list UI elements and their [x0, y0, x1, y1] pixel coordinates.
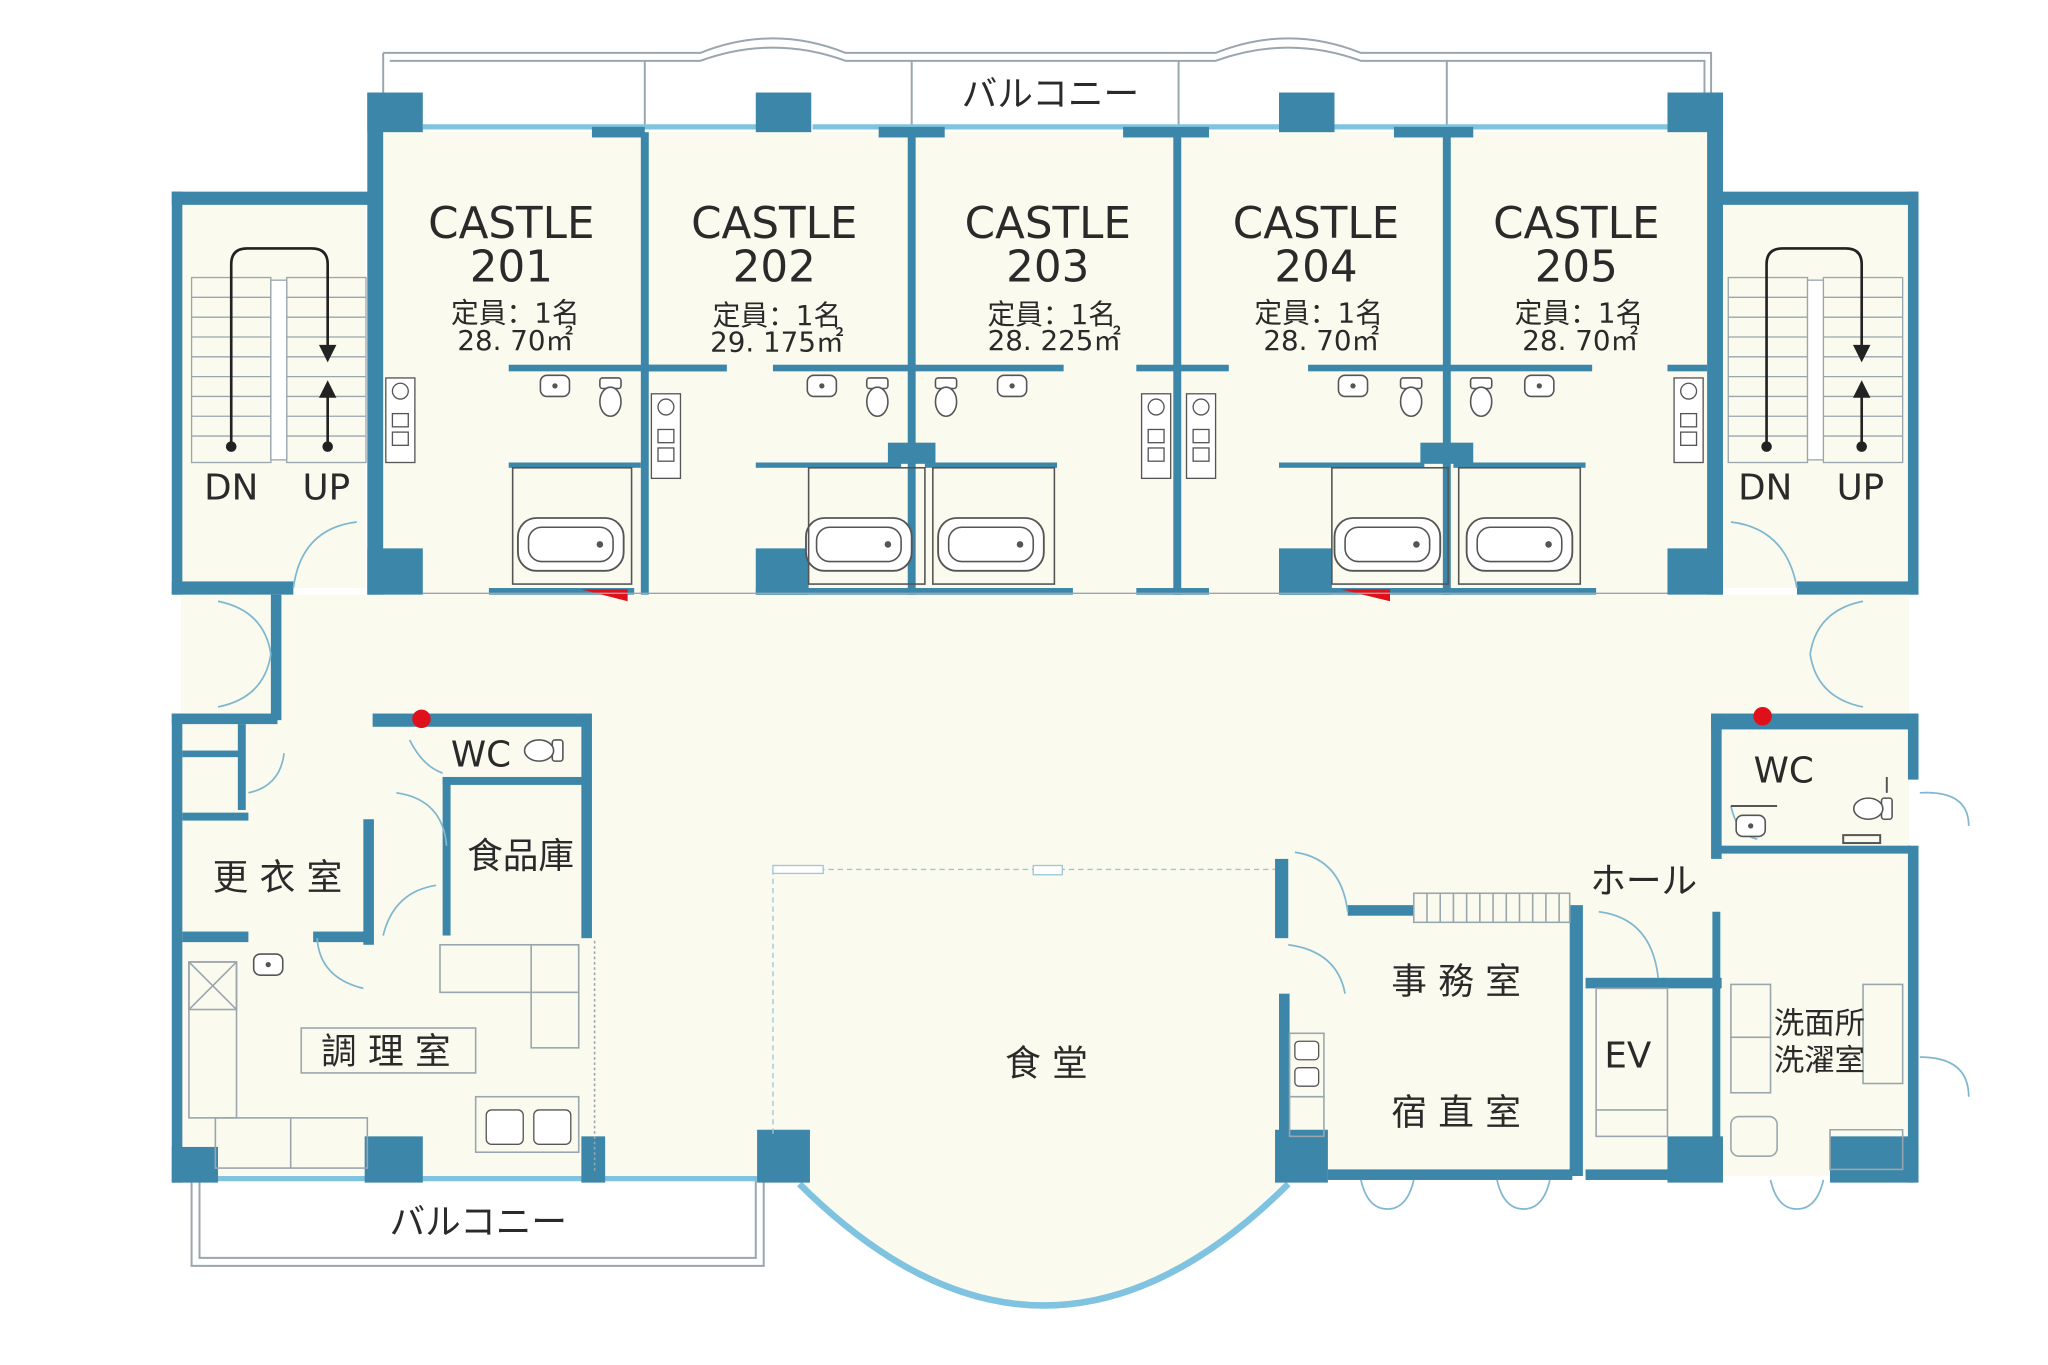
room-title: CASTLE — [1233, 199, 1399, 249]
balcony-bottom-label: バルコニー — [390, 1202, 568, 1243]
bathroom-outlines — [511, 466, 1582, 585]
room-number: 201 — [470, 242, 553, 292]
room-capacity: 定員：1名 — [1254, 296, 1383, 329]
room-capacity: 定員：1名 — [1515, 296, 1644, 329]
room-labels: バルコニー バルコニー DN UP DN UP CASTLE 201 定員：1名… — [204, 74, 1884, 1243]
stair-arrow-icon — [225, 247, 337, 452]
wc-right-label: WC — [1754, 750, 1814, 791]
grab-bars — [1730, 776, 1888, 845]
room-title: CASTLE — [965, 199, 1131, 249]
stairs-right-down: DN — [1738, 468, 1792, 509]
dining-partition — [772, 868, 1276, 1137]
office-fixtures — [1288, 892, 1904, 1171]
room-area: 28. 70㎡ — [1263, 324, 1379, 357]
pantry-label: 食品庫 — [467, 836, 574, 877]
toilet-icon — [1852, 797, 1893, 821]
kitchen-label: 調 理 室 — [321, 1032, 451, 1073]
room-title: CASTLE — [428, 199, 594, 249]
room-number: 205 — [1535, 242, 1618, 292]
washroom-label-2: 洗濯室 — [1774, 1043, 1865, 1078]
office-label: 事 務 室 — [1391, 962, 1521, 1003]
kitchen-fixtures — [188, 940, 596, 1174]
room-number: 203 — [1006, 242, 1089, 292]
stair-arrow-icon — [1761, 247, 1871, 452]
kitchen-sink-icon — [485, 1109, 572, 1145]
room-title: CASTLE — [691, 199, 857, 249]
toilet-icon — [523, 739, 564, 762]
locker-room-label: 更 衣 室 — [213, 857, 343, 898]
sink-icon — [252, 953, 284, 976]
room-capacity: 定員：1名 — [713, 299, 842, 332]
hall-label: ホール — [1590, 861, 1697, 902]
sink-icon — [1735, 814, 1767, 838]
room-capacity: 定員：1名 — [451, 296, 580, 329]
washroom-label-1: 洗面所 — [1774, 1006, 1865, 1041]
room-area: 28. 70㎡ — [1522, 324, 1638, 357]
stairs-left-down: DN — [204, 468, 258, 509]
wc-left-label: WC — [451, 734, 511, 775]
night-duty-label: 宿 直 室 — [1391, 1092, 1521, 1133]
walls — [171, 92, 1919, 1183]
door-swing-icon — [217, 521, 1970, 1210]
alarm-marker-icon — [412, 706, 1772, 729]
room-capacity: 定員：1名 — [987, 298, 1116, 331]
room-area: 28. 70㎡ — [457, 324, 573, 357]
elevator-label: EV — [1604, 1036, 1652, 1077]
room-number: 204 — [1274, 242, 1357, 292]
kitchen-sink-icon — [1294, 1040, 1320, 1087]
bottom-balcony — [190, 1178, 765, 1267]
floor-area — [181, 132, 1910, 1309]
balcony-top-label: バルコニー — [962, 74, 1140, 115]
room-title: CASTLE — [1493, 199, 1659, 249]
dining-partition-post — [772, 864, 824, 875]
stairs-right-up: UP — [1837, 468, 1885, 509]
door-markers — [581, 589, 1390, 602]
dining-partition-post — [1032, 864, 1063, 876]
room-area: 28. 225㎡ — [988, 324, 1122, 357]
room-number: 202 — [733, 242, 816, 292]
top-balcony — [382, 37, 1713, 127]
stairs-left-up: UP — [303, 468, 351, 509]
dining-label: 食 堂 — [1005, 1044, 1088, 1085]
room-area: 29. 175㎡ — [710, 326, 844, 359]
